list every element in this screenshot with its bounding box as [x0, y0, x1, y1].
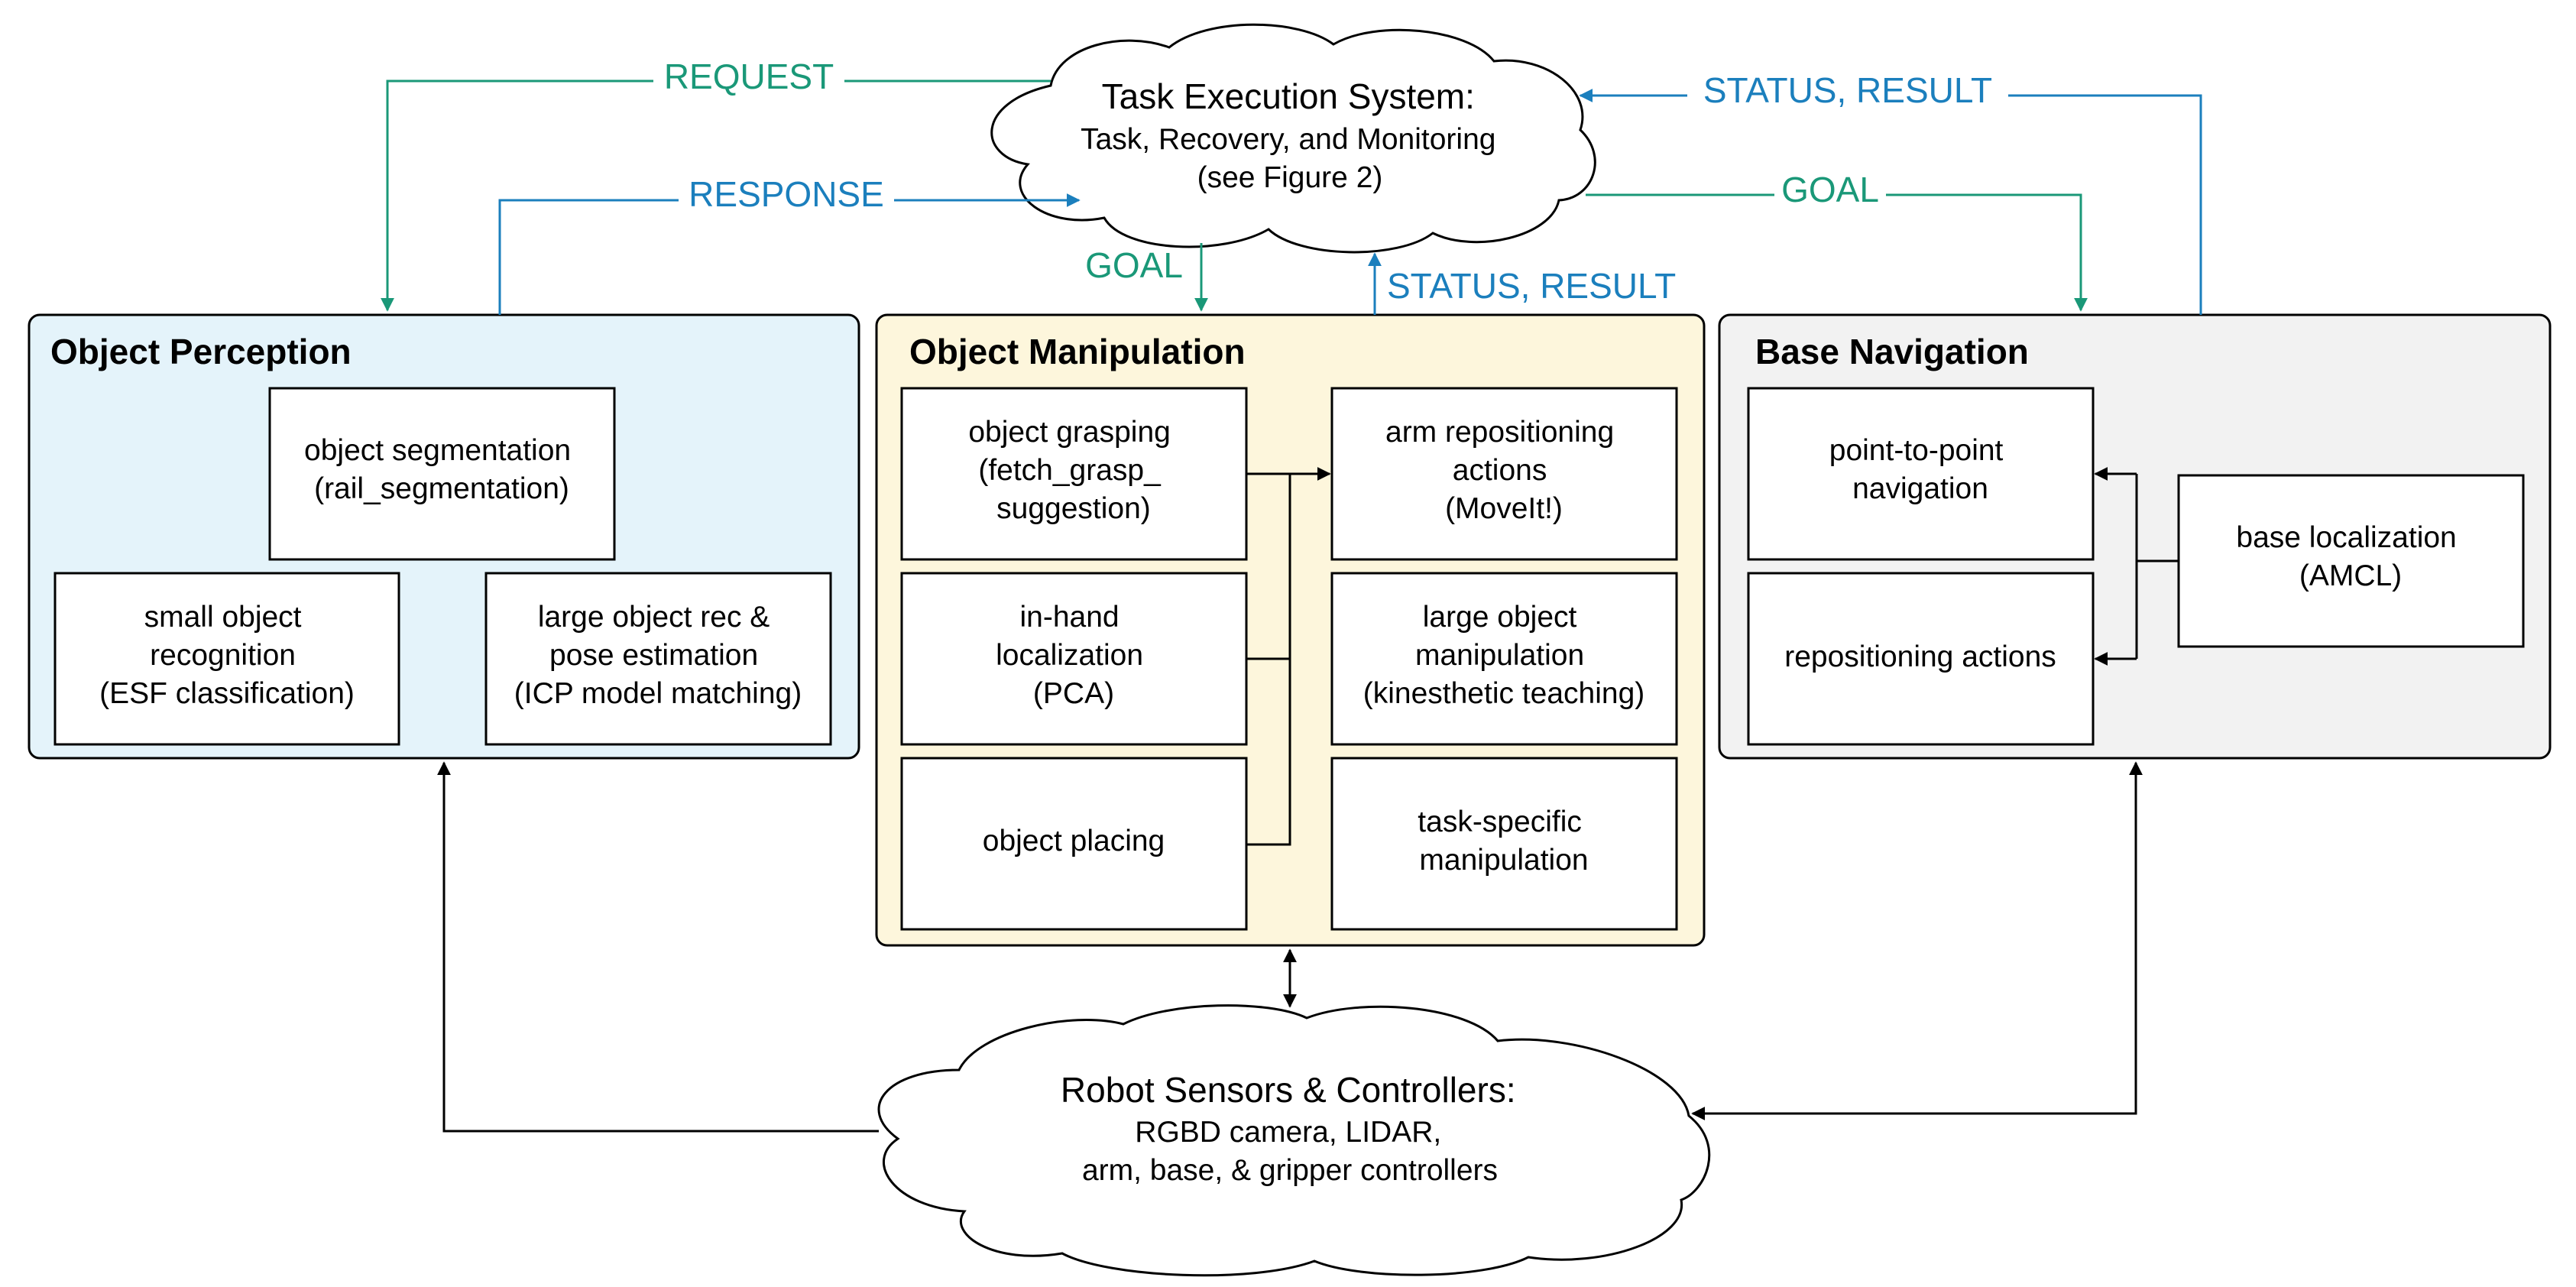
svg-text:task-specific manipulati: task-specific manipulation: [1418, 806, 1589, 877]
localization-box: base localization (AMCL): [2177, 474, 2525, 648]
in-hand-box: in-hand localization (PCA): [900, 572, 1248, 746]
large-object-line: pose estimation: [549, 639, 758, 672]
svg-text:arm repositioning action: arm repositioning actions (MoveIt!): [1385, 416, 1622, 525]
arm-repositioning-line: (MoveIt!): [1445, 492, 1563, 525]
svg-text:large object rec & pose: large object rec & pose estimation (ICP …: [514, 601, 802, 710]
robot-sensors-title: Robot Sensors & Controllers:: [1061, 1070, 1516, 1110]
large-object-line: (ICP model matching): [514, 677, 802, 710]
goal-navigation-label: GOAL: [1781, 170, 1879, 209]
sensors-to-perception-arrow: [437, 761, 879, 1133]
task-specific-box: task-specific manipulation: [1330, 757, 1678, 931]
segmentation-line: object segmentation: [304, 434, 571, 467]
large-manipulation-line: manipulation: [1415, 639, 1584, 672]
placing-box: object placing: [900, 757, 1248, 931]
task-specific-line: task-specific: [1418, 806, 1582, 838]
response-label: RESPONSE: [689, 174, 884, 214]
task-execution-line: (see Figure 2): [1197, 161, 1383, 194]
robot-sensors-cloud: Robot Sensors & Controllers: RGBD camera…: [877, 1004, 1711, 1277]
large-manipulation-box: large object manipulation (kinesthetic t…: [1330, 572, 1678, 746]
task-execution-line: Task, Recovery, and Monitoring: [1081, 123, 1495, 156]
svg-text:object placing: object placing: [983, 825, 1165, 857]
navigation-connector: [2094, 467, 2179, 666]
sensors-navigation-arrow: [1691, 761, 2143, 1120]
localization-line: (AMCL): [2299, 559, 2402, 592]
manipulation-connector: [1246, 467, 1331, 846]
svg-text:large object manipulatio: large object manipulation (kinesthetic t…: [1363, 601, 1645, 710]
repositioning-line: repositioning actions: [1784, 640, 2056, 673]
navigation-title: Base Navigation: [1755, 332, 2029, 371]
arm-repositioning-line: actions: [1453, 454, 1547, 487]
status-navigation-label: STATUS, RESULT: [1703, 70, 1992, 110]
grasping-box: object grasping (fetch_grasp_ suggestion…: [900, 387, 1248, 561]
svg-text:repositioning actions: repositioning actions: [1784, 640, 2056, 673]
localization-line: base localization: [2236, 521, 2456, 554]
repositioning-box: repositioning actions: [1747, 572, 2095, 746]
task-execution-title: Task Execution System:: [1102, 76, 1475, 116]
in-hand-line: (PCA): [1033, 677, 1114, 710]
manipulation-title: Object Manipulation: [909, 332, 1246, 371]
task-specific-line: manipulation: [1419, 844, 1588, 877]
grasping-line: (fetch_grasp_: [978, 454, 1162, 487]
task-execution-cloud: Task Execution System: Task, Recovery, a…: [990, 23, 1596, 254]
point-to-point-line: navigation: [1852, 472, 1988, 505]
svg-text:Task Execution System: T: Task Execution System: Task, Recovery, a…: [1081, 76, 1499, 194]
small-object-line: small object: [144, 601, 302, 634]
in-hand-line: in-hand: [1020, 601, 1120, 634]
segmentation-box: object segmentation (rail_segmentation): [268, 387, 616, 561]
point-to-point-box: point-to-point navigation: [1747, 387, 2095, 561]
svg-text:object grasping (fetch_g: object grasping (fetch_grasp_ suggestion…: [968, 416, 1178, 525]
status-manipulation-label: STATUS, RESULT: [1387, 266, 1676, 306]
arm-repositioning-line: arm repositioning: [1385, 416, 1614, 449]
large-object-box: large object rec & pose estimation (ICP …: [484, 572, 832, 746]
svg-text:point-to-point navigatio: point-to-point navigation: [1829, 434, 2011, 505]
svg-text:Robot Sensors & Controllers:: Robot Sensors & Controllers: RGBD camera…: [1061, 1070, 1519, 1187]
goal-navigation-arrow: [1586, 193, 2088, 312]
svg-text:in-hand localization: in-hand localization (PCA): [996, 601, 1152, 710]
arm-repositioning-box: arm repositioning actions (MoveIt!): [1330, 387, 1678, 561]
robot-sensors-line: RGBD camera, LIDAR,: [1135, 1116, 1441, 1149]
grasping-line: suggestion): [996, 492, 1151, 525]
goal-manipulation-label: GOAL: [1085, 245, 1183, 285]
svg-text:object segmentation (rai: object segmentation (rail_segmentation): [304, 434, 579, 505]
in-hand-line: localization: [996, 639, 1143, 672]
large-object-line: large object rec &: [538, 601, 770, 634]
small-object-box: small object recognition (ESF classifica…: [53, 572, 400, 746]
large-manipulation-line: large object: [1423, 601, 1577, 634]
small-object-line: (ESF classification): [99, 677, 355, 710]
small-object-line: recognition: [150, 639, 296, 672]
robot-sensors-line: arm, base, & gripper controllers: [1082, 1154, 1498, 1187]
placing-line: object placing: [983, 825, 1165, 857]
request-label: REQUEST: [664, 57, 834, 96]
grasping-line: object grasping: [968, 416, 1171, 449]
svg-text:small object recognition: small object recognition (ESF classifica…: [99, 601, 355, 710]
svg-text:base localization (AMCL): base localization (AMCL): [2236, 521, 2464, 592]
segmentation-line: (rail_segmentation): [314, 472, 569, 505]
perception-title: Object Perception: [50, 332, 352, 371]
large-manipulation-line: (kinesthetic teaching): [1363, 677, 1645, 710]
point-to-point-line: point-to-point: [1829, 434, 2004, 467]
